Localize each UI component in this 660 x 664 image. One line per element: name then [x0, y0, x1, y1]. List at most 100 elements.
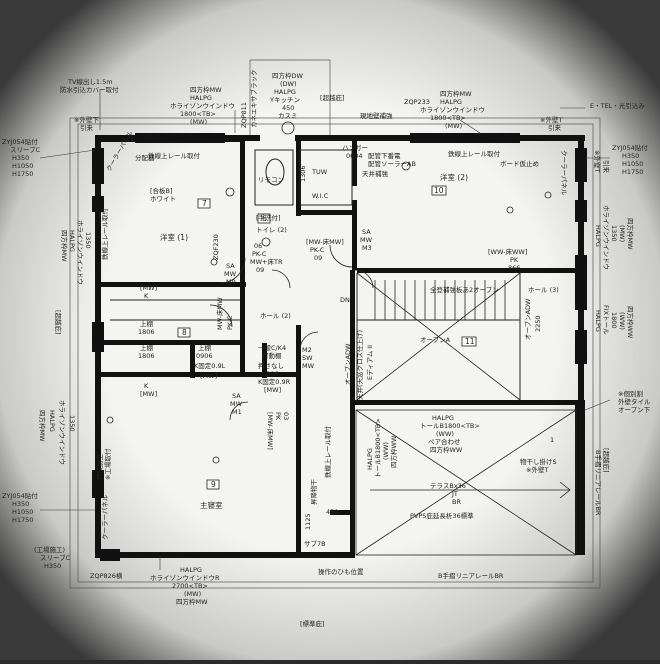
wic-door-09: 09	[314, 254, 322, 262]
terrace-label: テラスBx36	[430, 482, 466, 490]
hanger-label: ハンガー	[342, 143, 368, 152]
exterior-walls	[92, 133, 587, 561]
ext-note-left: ※外壁下	[74, 115, 99, 124]
tv-note-2: 防水引込カバー取付	[60, 85, 119, 94]
left-sleeve-h350: H350	[12, 154, 29, 162]
kitchen-window-frame: 四方枠DW	[272, 71, 304, 80]
left-lower-sleeve-code: ZYJ054貼付	[2, 491, 38, 500]
open-adw-left: オープンADW	[344, 343, 352, 385]
master-door-pocket: 戸袋加工	[95, 454, 104, 481]
hall2-label: ホール (2)	[260, 312, 291, 320]
wall-reinforce-note: 現地壁補強	[360, 111, 393, 120]
terrace-jt: JT	[451, 490, 458, 498]
sash-code-top: ZQP811	[240, 102, 248, 128]
master-mw: MW	[230, 400, 243, 408]
bedroom2-note-2: 配管ソーラーAB	[368, 159, 416, 168]
right-window-type: HALPG	[594, 225, 602, 247]
bed1-door-m9: M9	[226, 278, 236, 286]
bed2-door-mw: MW	[360, 236, 373, 244]
balcony-number: 1	[550, 436, 554, 444]
bedroom2-cooler-panel: クーラーパネル	[560, 150, 568, 196]
right-window-size: 1350	[610, 225, 618, 242]
right-rail-label: B手摺リニアレールBR	[594, 450, 603, 516]
balcony-left-type: HALPG	[366, 448, 374, 470]
master-floor-spec: [MW-床MW]	[266, 412, 275, 450]
bed1-door-mw: MW	[224, 270, 237, 278]
top-annotations: TV線出し1.5m 防水引込カバー取付 ZQP811 カネエキサブラック 四方枠…	[60, 70, 645, 133]
bed1-door-zqf: ZQF230	[212, 234, 220, 260]
balcony-window-ww: (WW)	[436, 430, 454, 438]
bottom-window-frame: 四方枠MW	[176, 597, 208, 606]
master-label: 主寝室	[200, 500, 223, 510]
right-top-window-name: ホライゾンウインドウ	[420, 106, 485, 114]
bed1-door-sa: SA	[226, 262, 235, 270]
right-fix-window-type: HALPG	[594, 310, 602, 332]
sash-finish-top: カネエキサブラック	[249, 70, 258, 129]
toilet-label: トイレ (2)	[256, 226, 287, 234]
closet-fixed-l: K固定0.9L	[194, 361, 226, 370]
right-ext-note: ※外壁T	[593, 150, 602, 172]
closet1-mw: [MW]	[140, 284, 157, 292]
stair-note: 全登補強板あ2オープン	[430, 285, 499, 294]
left-sleeve-h1050: H1050	[12, 162, 33, 170]
right-sleeve-h1050: H1050	[622, 160, 643, 168]
right-window-mw: (MW)	[618, 225, 626, 242]
shelf2-label: 上棚	[140, 343, 154, 352]
toilet-door-09: 09	[256, 266, 264, 274]
master-sa: SA	[232, 392, 241, 400]
top-eaves-label: [超越庇]	[320, 93, 345, 102]
left-window-size: 1350	[84, 232, 92, 249]
master-rail: 鉄線上レール取付	[323, 426, 332, 479]
hall3-label: ホール (3)	[528, 286, 559, 294]
bedroom2-pk: PK	[510, 256, 519, 264]
wic-label: W.I.C	[312, 192, 329, 200]
shelf1-number: 8	[182, 328, 187, 337]
room-number-boxes	[177, 185, 477, 490]
cord-position: 操作のひも位置	[318, 567, 364, 576]
bottom-eaves-label: [標準庇]	[300, 619, 325, 628]
right-window-frame: 四方枠MW	[626, 218, 635, 250]
bottom-annotations: ZQP826横 HALPG ホライゾンウインドウR 2700<TB> (MW) …	[90, 566, 325, 628]
bedroom2-note-1: 配管下番電	[368, 151, 401, 160]
left-factory-sleeve: スリーブC	[40, 553, 71, 562]
toilet-door-mw: MW+床TR	[250, 257, 283, 266]
kitchen-window-glass: カスミ	[278, 112, 298, 120]
bedroom1-wall-type: [合板B]	[150, 186, 173, 195]
tuw-label: TUW	[311, 168, 328, 176]
right-fix-window-frame: 四方枠WW	[626, 306, 635, 339]
drying-rack-h: 1125	[304, 513, 312, 530]
closet-door-pkc: PK-C	[226, 315, 234, 330]
closet-r-size: 0906	[262, 370, 279, 378]
vent-icon	[281, 121, 295, 135]
bed2-door-m3: M3	[362, 244, 372, 252]
toilet-remote: リモコン	[258, 176, 284, 184]
wic-size: 1306	[299, 165, 307, 182]
stair-dn: DN	[340, 296, 350, 304]
electric-tel-note: E・TEL・光引込み	[590, 101, 645, 110]
leader-lines	[39, 90, 611, 570]
right-window-name: ホライゾンウインドウ	[602, 205, 610, 270]
toilet-note: [手洗付]	[256, 213, 281, 222]
left-lower-sleeve-h1750: H1750	[12, 516, 33, 524]
left-sleeve-h1750: H1750	[12, 170, 33, 178]
ext-note-left-2: 引来	[80, 123, 94, 132]
master-pk: PK	[274, 412, 282, 421]
left-factory-h350: H350	[44, 562, 61, 570]
kitchen-window-type: HALPG	[274, 88, 296, 96]
left-top-window-name: ホライゾンウインドウ	[170, 102, 235, 110]
left-top-window-size: 1800<TB>	[180, 110, 216, 118]
master-cooler-panel: クーラーパネル	[101, 494, 109, 540]
open-area-a: オープンA	[420, 336, 451, 344]
kitchen-window-size: 450	[282, 104, 294, 112]
right-top-sash-code: ZQP233	[404, 98, 430, 106]
toilet-number: 6	[262, 214, 267, 223]
ceiling-note: 天井(天窓クロス仕上げ)	[355, 330, 364, 400]
closet1-k: K	[144, 292, 149, 300]
bed2-door-sa: SA	[362, 228, 371, 236]
terrace-br: BR	[452, 498, 461, 506]
bedroom2-note-3: 天井補強	[362, 169, 389, 178]
master-door-m2: M2	[302, 346, 312, 354]
master-number: 9	[211, 480, 216, 489]
left-lower-sleeve-h1050: H1050	[12, 508, 33, 516]
